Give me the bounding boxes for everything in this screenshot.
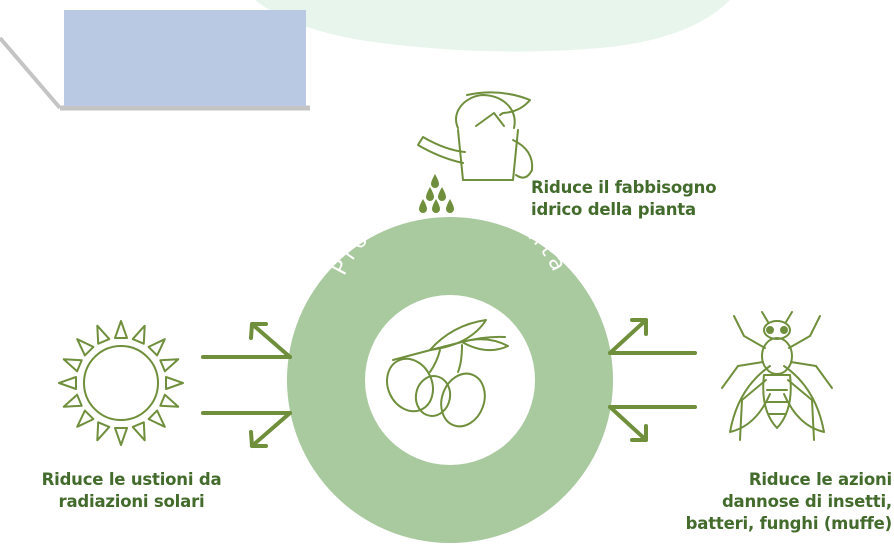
water-caption-line-2: idrico della pianta — [531, 200, 696, 219]
fly-icon — [721, 311, 833, 441]
water-benefit-caption: Riduce il fabbisogno idrico della pianta — [531, 177, 717, 221]
sun-ray — [159, 358, 180, 373]
sun-benefit-caption: Riduce le ustioni da radiazioni solari — [4, 469, 259, 513]
sun-icon — [58, 320, 184, 446]
insects-benefit-caption: Riduce le azioni dannose di insetti, bat… — [612, 469, 893, 535]
sun-ray — [131, 324, 146, 345]
insects-caption-line-1: Riduce le azioni — [748, 470, 892, 489]
sun-ray — [159, 393, 180, 408]
sun-ray — [96, 324, 111, 345]
arrow-right-upper — [608, 318, 697, 355]
insects-caption-line-3: batteri, funghi (muffe) — [685, 514, 893, 533]
olive-branch-icon — [386, 319, 509, 428]
arrow-left-upper — [201, 322, 292, 359]
sun-ray — [76, 409, 95, 428]
blue-panel — [64, 10, 306, 106]
mint-background-shape — [255, 0, 730, 52]
sun-ray — [147, 409, 166, 428]
sun-ray — [165, 376, 184, 390]
sun-caption-line-1: Riduce le ustioni da — [41, 470, 222, 489]
sun-ray — [76, 338, 95, 357]
sun-ray — [62, 358, 83, 373]
watering-can-icon — [417, 91, 534, 181]
arrow-left-lower — [201, 411, 292, 448]
sun-ray — [147, 338, 166, 357]
arrows-left — [201, 322, 292, 448]
sun-rays — [58, 320, 184, 446]
water-caption-line-1: Riduce il fabbisogno — [531, 178, 717, 197]
sun-ray — [114, 320, 128, 339]
arrows-right — [608, 318, 697, 442]
sun-ray — [131, 421, 146, 442]
sun-ray — [62, 393, 83, 408]
panel-shadow — [0, 36, 310, 111]
water-drops-icon — [419, 174, 454, 213]
sun-caption-line-2: radiazioni solari — [58, 492, 205, 511]
sun-ray — [58, 376, 77, 390]
arrow-right-lower — [608, 405, 697, 442]
sun-ray — [96, 421, 111, 442]
sun-ray — [114, 427, 128, 446]
insects-caption-line-2: dannose di insetti, — [721, 492, 892, 511]
